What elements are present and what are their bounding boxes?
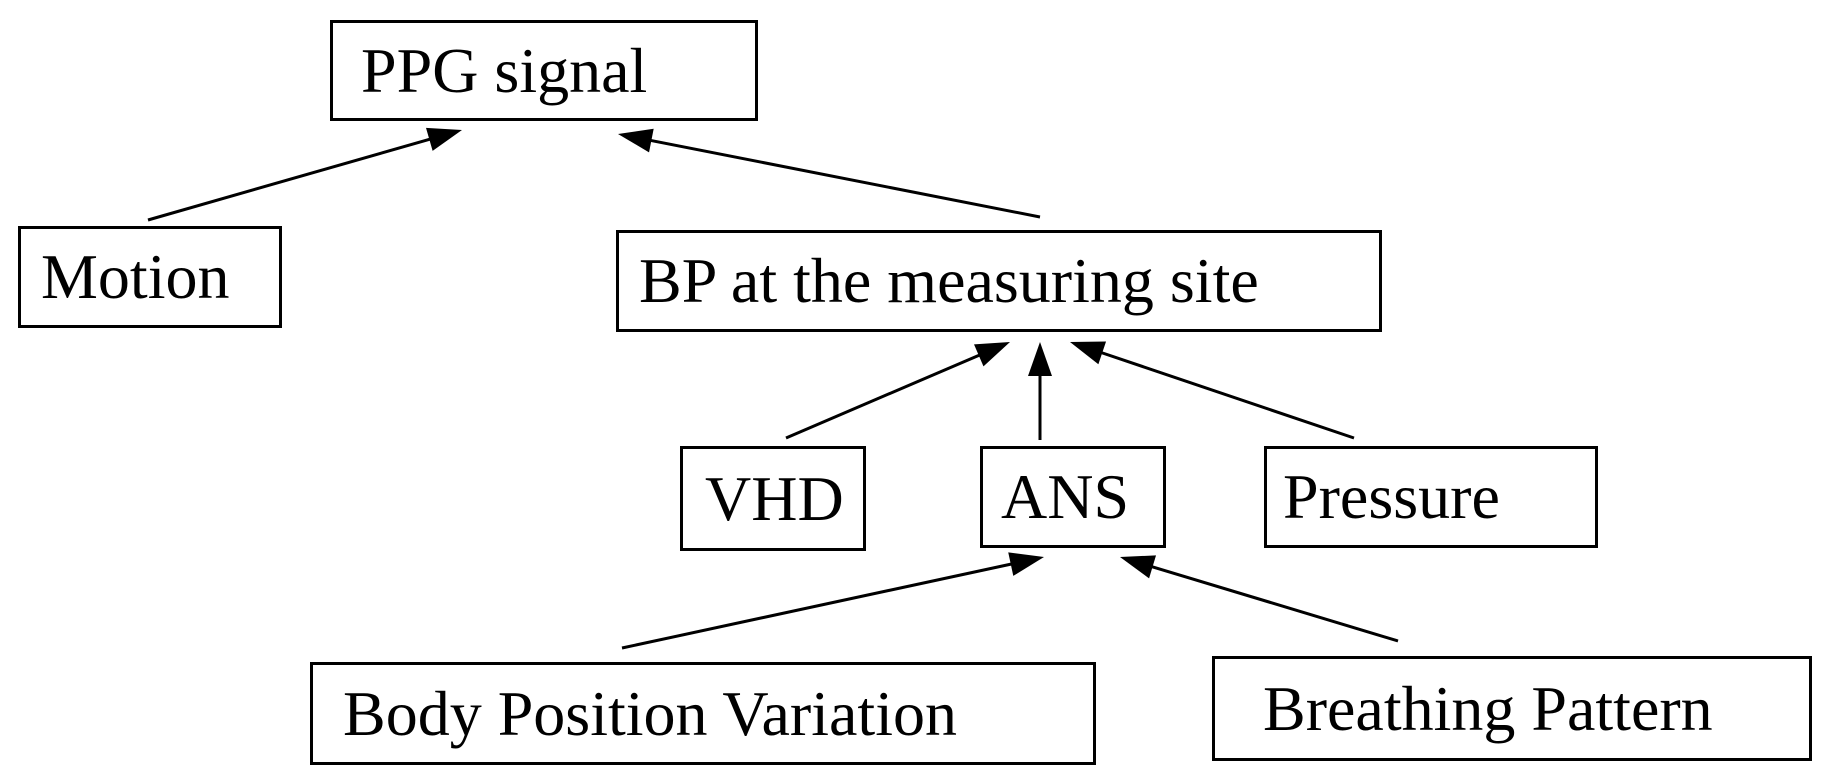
node-vhd: VHD [680,446,866,551]
node-breathing-label: Breathing Pattern [1263,672,1713,744]
arrow-breathing-to-ans-head [1120,555,1157,579]
arrow-motion-to-ppg-head [426,127,462,151]
node-ans: ANS [980,446,1166,548]
node-motion: Motion [18,226,282,328]
node-pressure: Pressure [1264,446,1598,548]
node-breathing-pattern: Breathing Pattern [1212,656,1812,761]
arrow-pressure-to-bp-head [1070,341,1107,365]
arrow-body-to-ans-head [1008,552,1044,576]
node-pressure-label: Pressure [1283,461,1500,532]
arrow-pressure-to-bp [1070,341,1355,440]
arrow-bp-to-ppg-head [618,128,654,153]
arrow-breathing-to-ans-shaft [1150,564,1399,643]
node-ppg-signal: PPG signal [330,20,758,121]
node-bp-label: BP at the measuring site [639,245,1259,316]
arrow-ans-to-bp [1028,342,1052,440]
arrow-breathing-to-ans [1120,555,1399,643]
arrow-bp-to-ppg [618,128,1041,219]
node-motion-label: Motion [41,241,230,312]
arrow-vhd-to-bp-head [974,342,1010,367]
arrow-pressure-to-bp-shaft [1099,350,1355,440]
arrow-body-to-ans [621,552,1044,650]
node-body-position-label: Body Position Variation [343,677,957,749]
node-vhd-label: VHD [705,462,844,534]
arrow-body-to-ans-shaft [621,562,1014,650]
node-ans-label: ANS [1001,461,1130,532]
arrow-ans-to-bp-head [1028,342,1052,376]
node-body-position-variation: Body Position Variation [310,662,1096,765]
node-bp-measuring-site: BP at the measuring site [616,230,1382,332]
arrow-vhd-to-bp-shaft [785,353,982,440]
arrow-vhd-to-bp [785,342,1010,440]
arrow-motion-to-ppg [147,127,462,222]
node-ppg-signal-label: PPG signal [361,34,648,106]
arrow-bp-to-ppg-shaft [649,138,1041,219]
arrow-motion-to-ppg-shaft [147,137,432,222]
